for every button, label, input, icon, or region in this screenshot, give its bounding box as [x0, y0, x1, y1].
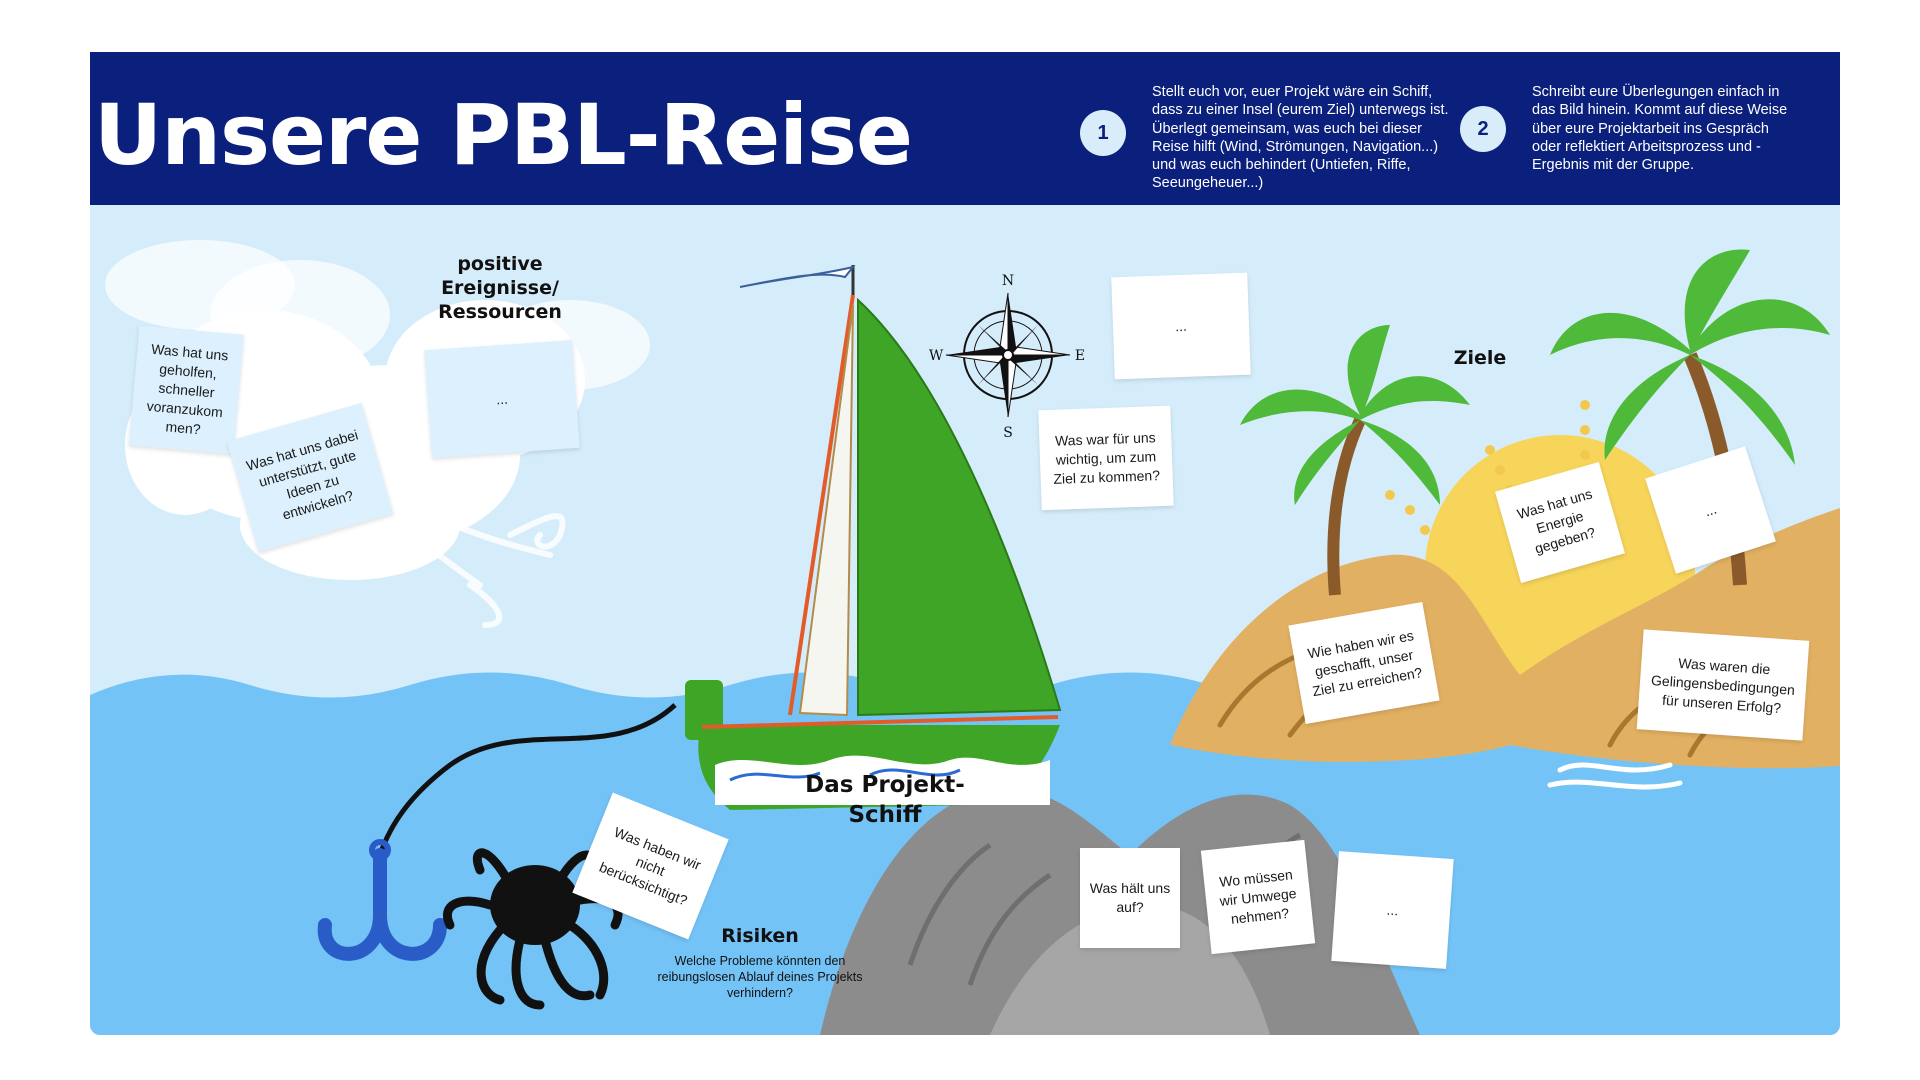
positive-events-label: positive Ereignisse/ Ressourcen	[438, 253, 562, 323]
compass-e: E	[1075, 348, 1085, 364]
step-1-text: Stellt euch vor, euer Projekt wäre ein S…	[1152, 84, 1449, 192]
journey-scene: N S E W positive Ereignisse/ Ressourcen …	[90, 205, 1840, 1035]
card-gelingen[interactable]: Was waren die Gelingensbedingungen für u…	[1636, 629, 1810, 741]
page-title: Unsere PBL-Reise	[94, 86, 913, 184]
step-2-text: Schreibt eure Überlegungen einfach in da…	[1532, 84, 1788, 174]
compass-w: W	[929, 348, 944, 364]
card-haelt-auf[interactable]: Was hält uns auf?	[1080, 848, 1180, 948]
compass-n: N	[1002, 273, 1014, 289]
card-rock-blank[interactable]: ...	[1331, 851, 1454, 969]
wind-swirls-illustration	[387, 502, 566, 628]
card-umwege[interactable]: Wo müssen wir Umwege nehmen?	[1200, 839, 1316, 955]
step-2-badge: 2	[1460, 106, 1506, 152]
goals-label: Ziele	[1453, 347, 1507, 369]
card-geholfen[interactable]: Was hat uns geholfen, schneller voranzuk…	[128, 325, 245, 455]
wave-marks-illustration	[1547, 762, 1683, 790]
header-banner: Unsere PBL-Reise 1 Stellt euch vor, euer…	[90, 52, 1840, 212]
compass-rose-icon: N S E W	[929, 273, 1085, 441]
sailboat-illustration	[685, 265, 1062, 810]
card-wind-blank[interactable]: ...	[424, 339, 580, 459]
card-wichtig[interactable]: Was war für uns wichtig, um zum Ziel zu …	[1038, 405, 1174, 511]
anchor-hook-illustration	[317, 839, 447, 961]
risks-subtitle: Welche Probleme könnten den reibungslose…	[657, 954, 863, 1000]
scene-illustration: N S E W	[90, 240, 1840, 1035]
ship-label: Das Projekt-Schiff	[805, 772, 965, 828]
palm-tree-illustration	[1240, 249, 1830, 596]
compass-s: S	[1003, 425, 1013, 441]
risks-label: Risiken	[721, 925, 799, 947]
step-1-badge: 1	[1080, 110, 1126, 156]
card-compass-blank[interactable]: ...	[1111, 272, 1251, 380]
